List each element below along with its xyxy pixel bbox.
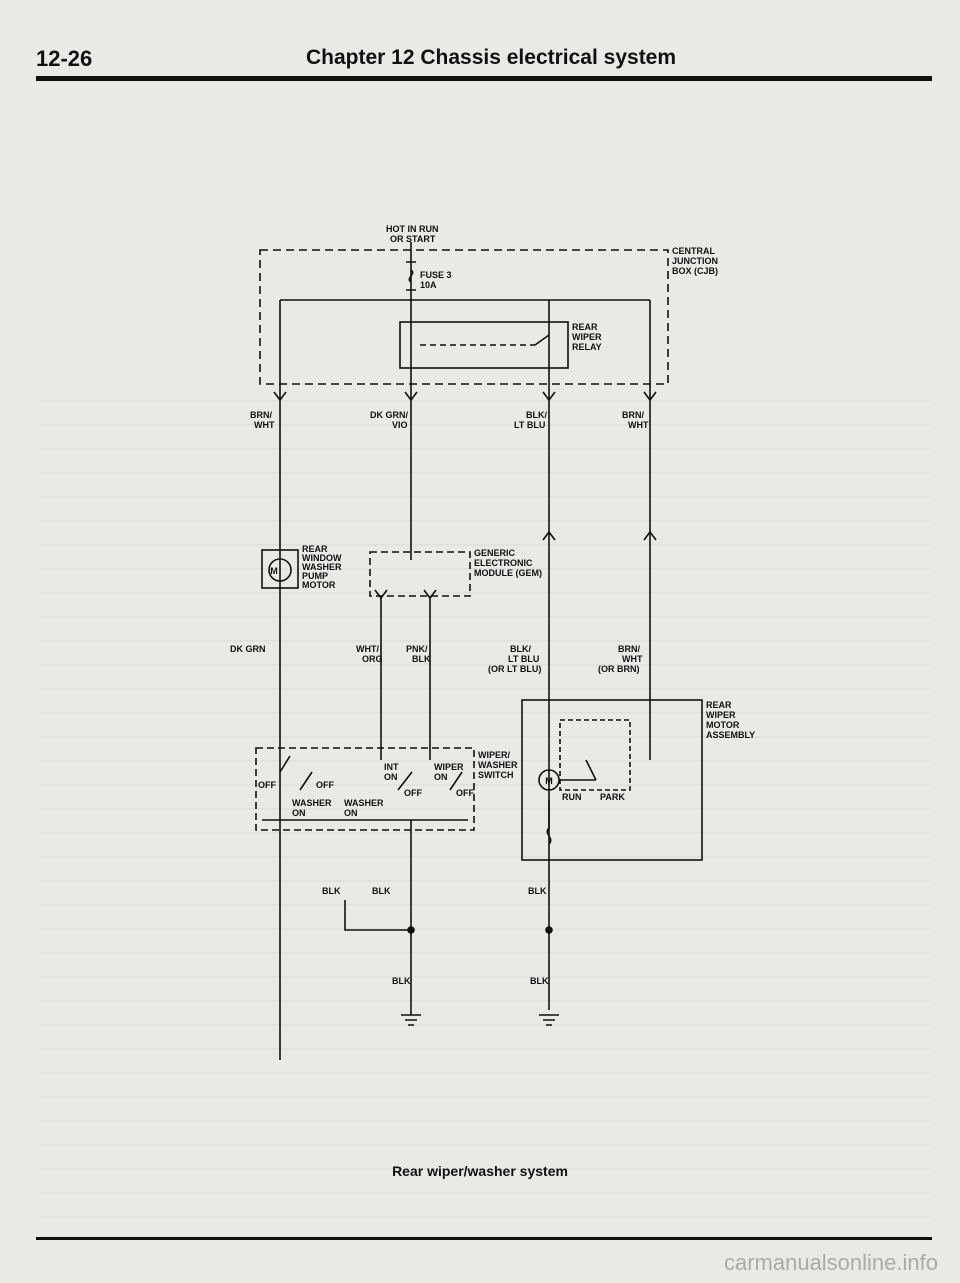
pump-motor-box xyxy=(261,549,299,589)
switch-off-a: OFF xyxy=(258,780,276,790)
switch-off-b: OFF xyxy=(316,780,334,790)
wire-dk-grn-vio: DK GRN/ VIO xyxy=(370,410,411,430)
wire-pnk-blk: PNK/ BLK xyxy=(406,644,431,664)
switch-washer-a: WASHER ON xyxy=(292,798,334,818)
gem-box xyxy=(369,551,471,597)
page-number: 12-26 xyxy=(36,46,93,71)
motor-assembly-box xyxy=(521,699,703,861)
watermark: carmanualsonline.info xyxy=(723,1250,938,1275)
bleed-through-text xyxy=(40,400,930,1220)
wire-dk-grn: DK GRN xyxy=(230,644,266,654)
motor-park-label: PARK xyxy=(600,792,625,802)
ground-blk-4: BLK xyxy=(392,976,411,986)
ground-blk-5: BLK xyxy=(530,976,549,986)
gem-label: GENERIC ELECTRONIC MODULE (GEM) xyxy=(474,548,542,578)
switch-wiper-label: WIPER ON xyxy=(434,762,466,782)
switch-washer-b: WASHER ON xyxy=(344,798,386,818)
wiper-motor-symbol: M xyxy=(545,776,553,786)
wire-blk-lt-blu-top: BLK/ LT BLU xyxy=(514,410,550,430)
chapter-title: Chapter 12 Chassis electrical system xyxy=(306,46,677,69)
pump-motor-symbol: M xyxy=(270,566,278,576)
pump-motor-label: REAR WINDOW WASHER PUMP MOTOR xyxy=(302,544,344,590)
fuse-label: FUSE 3 10A xyxy=(420,270,454,290)
cjb-box xyxy=(259,249,669,385)
header-rule xyxy=(36,76,932,81)
page-header: 12-26 Chapter 12 Chassis electrical syst… xyxy=(36,40,936,76)
switch-off-d: OFF xyxy=(456,788,474,798)
motor-assembly-label: REAR WIPER MOTOR ASSEMBLY xyxy=(706,700,755,740)
motor-run-label: RUN xyxy=(562,792,582,802)
rear-wiper-relay xyxy=(399,321,569,369)
switch-label: WIPER/ WASHER SWITCH xyxy=(478,750,520,780)
wire-wht-org: WHT/ ORG xyxy=(356,644,383,664)
footer-rule xyxy=(36,1237,932,1240)
ground-blk-1: BLK xyxy=(322,886,341,896)
switch-off-c: OFF xyxy=(404,788,422,798)
wire-blk-lt-blu-alt: BLK/ LT BLU (OR LT BLU) xyxy=(488,644,542,674)
supply-label: HOT IN RUN OR START xyxy=(386,224,441,244)
ground-blk-3: BLK xyxy=(528,886,547,896)
wire-brn-wht-alt: BRN/ WHT (OR BRN) xyxy=(598,644,645,674)
ground-blk-2: BLK xyxy=(372,886,391,896)
figure-caption: Rear wiper/washer system xyxy=(392,1163,568,1179)
cjb-label: CENTRAL JUNCTION BOX (CJB) xyxy=(672,246,721,276)
wire-brn-wht-left: BRN/ WHT xyxy=(250,410,275,430)
relay-label: REAR WIPER RELAY xyxy=(572,322,604,352)
switch-box xyxy=(255,747,475,831)
switch-int-label: INT ON xyxy=(384,762,401,782)
wire-brn-wht-right: BRN/ WHT xyxy=(622,410,649,430)
